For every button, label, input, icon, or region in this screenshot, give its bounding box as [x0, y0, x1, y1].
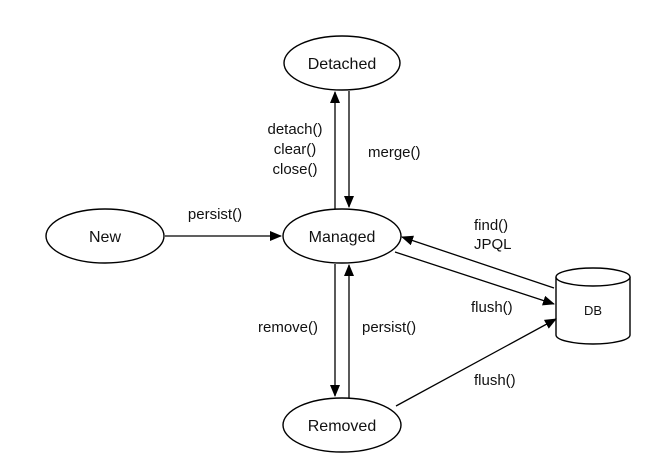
label-clear: clear() — [274, 141, 317, 158]
arrow-db-to-managed — [401, 235, 555, 289]
state-managed-label: Managed — [309, 229, 376, 246]
label-detach: detach() — [267, 121, 322, 138]
label-find: find() — [474, 217, 508, 234]
state-detached: Detached — [283, 35, 401, 91]
label-remove: remove() — [258, 319, 318, 336]
label-jpql: JPQL — [474, 236, 512, 253]
state-new: New — [45, 208, 165, 264]
arrow-managed-to-db — [394, 251, 555, 306]
state-new-label: New — [89, 229, 121, 246]
label-close: close() — [272, 161, 317, 178]
label-merge: merge() — [368, 144, 421, 161]
label-persist-removed: persist() — [362, 319, 416, 336]
db-cylinder: DB — [555, 267, 631, 345]
state-detached-label: Detached — [308, 56, 377, 73]
db-label: DB — [584, 303, 602, 318]
label-flush-managed: flush() — [471, 299, 513, 316]
state-removed-label: Removed — [308, 418, 376, 435]
state-removed: Removed — [282, 397, 402, 453]
state-managed: Managed — [282, 208, 402, 264]
label-persist-new: persist() — [188, 206, 242, 223]
arrow-removed-to-db — [395, 318, 557, 407]
label-flush-removed: flush() — [474, 372, 516, 389]
